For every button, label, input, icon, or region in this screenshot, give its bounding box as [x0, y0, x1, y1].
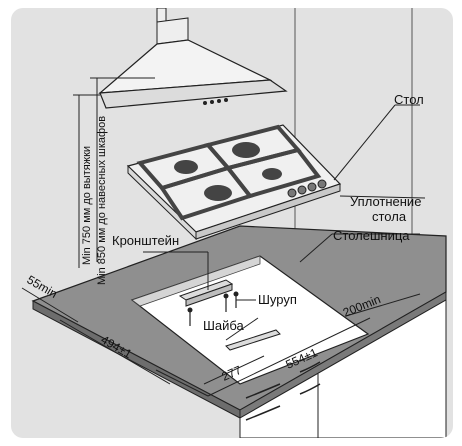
- bracket-label: Кронштейн: [112, 233, 179, 248]
- min-front-label: 55min: [25, 272, 60, 300]
- range-hood: [98, 8, 288, 109]
- countertop-cutout: [130, 255, 370, 385]
- gas-hob: [126, 124, 342, 241]
- min-hood-label: Min 750 мм до вытяжки: [81, 146, 93, 265]
- vertical-dimension-lines: [73, 77, 155, 268]
- countertop-label: Столешница: [333, 228, 410, 243]
- leader-lines: [143, 104, 426, 341]
- screw-label: Шуруп: [258, 292, 297, 307]
- dimension-lines: [21, 287, 421, 397]
- table-label: Стол: [394, 92, 424, 107]
- cabinet: [239, 299, 447, 438]
- washer-icon: [225, 329, 281, 351]
- screw-icon: [187, 291, 239, 326]
- seal-label-line2: стола: [372, 209, 407, 224]
- washer-label: Шайба: [203, 318, 245, 333]
- seal-label-line1: Уплотнение: [350, 194, 421, 209]
- min-cabinets-label: Min 850 мм до навесных шкафов: [96, 116, 108, 285]
- mounting-bracket: [178, 266, 234, 307]
